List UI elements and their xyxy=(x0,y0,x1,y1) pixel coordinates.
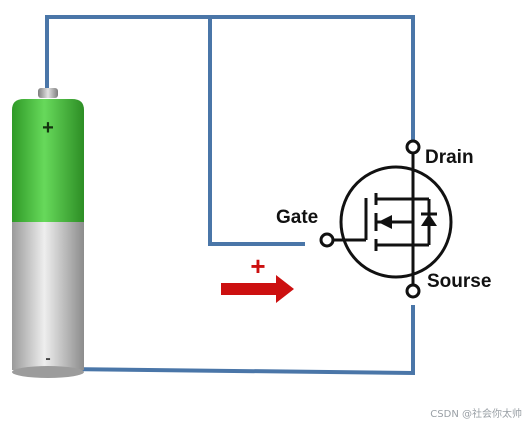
arrow-plus-label: + xyxy=(250,251,265,281)
source-terminal xyxy=(405,283,421,299)
battery-positive-label: + xyxy=(42,117,54,139)
source-label: Sourse xyxy=(427,271,491,292)
drain-label: Drain xyxy=(425,147,474,168)
battery: + - xyxy=(12,88,84,378)
current-arrow: + xyxy=(221,251,294,303)
drain-terminal xyxy=(405,139,421,155)
wire-gate xyxy=(208,17,305,246)
battery-negative-label: - xyxy=(45,350,50,367)
battery-positive-body xyxy=(12,99,84,222)
circuit-wires xyxy=(45,15,415,376)
battery-bottom xyxy=(12,366,84,378)
arrow-right-icon xyxy=(221,275,294,303)
mosfet-symbol xyxy=(319,139,453,299)
watermark: CSDN @社会你太帅 xyxy=(430,409,522,420)
gate-label: Gate xyxy=(276,207,318,228)
mosfet-body-circle xyxy=(339,165,453,279)
gate-terminal xyxy=(319,232,335,248)
wire-source-to-battery xyxy=(63,305,415,376)
body-diode-icon xyxy=(421,214,437,226)
wire-battery-to-drain xyxy=(45,15,415,140)
battery-negative-body xyxy=(12,222,84,370)
battery-terminal-cap xyxy=(38,88,58,98)
channel-arrow-icon xyxy=(378,215,392,229)
